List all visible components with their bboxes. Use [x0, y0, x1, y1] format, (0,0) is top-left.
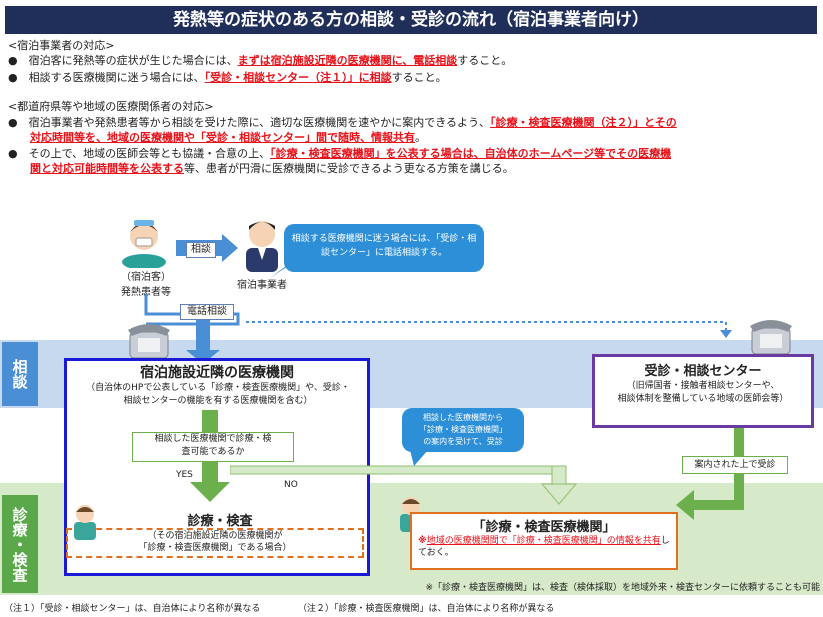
- phone-consult-arrow: [144, 294, 240, 364]
- section2-heading: <都道府県等や地域の医療関係者の対応>: [8, 100, 214, 113]
- exam-clinic-note: ※地域の医療機関間で「診療・検査医療機関」の情報を共有しておく。: [418, 536, 670, 558]
- exam-conditional-text: （その宿泊施設近隣の医療機関が「診療・検査医療機関」である場合）: [138, 531, 292, 553]
- section2-bullet1: ● 宿泊事業者や発熱患者等から相談を受けた際に、適切な医療機関を速やかに案内でき…: [8, 116, 677, 144]
- page-title: 発熱等の症状のある方の相談・受診の流れ（宿泊事業者向け）: [5, 6, 817, 34]
- consult-center-title: 受診・相談センター: [644, 364, 762, 379]
- section1-bullet2: ● 相談する医療機関に迷う場合には、「受診・相談センター（注１）」に相談すること…: [8, 71, 447, 84]
- phone-icon: [128, 324, 170, 359]
- note-1: （注１）「受診・相談センター」は、自治体により名称が異なる: [4, 604, 261, 614]
- doctor-icon-left: [74, 505, 96, 540]
- consult-arrow-label: 相談: [186, 242, 216, 258]
- side-label-exam: 診療・検査: [2, 495, 38, 593]
- no-arrow: [230, 465, 578, 505]
- consult-center-sub: （旧帰国者・接触者相談センターや、相談体制を整備している地域の医師会等）: [617, 381, 789, 404]
- patient-icon: [122, 220, 166, 268]
- phone-consult-label: 電話相談: [180, 304, 234, 320]
- center-consult-bubble: 相談する医療機関に迷う場合には、「受診・相談センター」に電話相談する。: [284, 224, 484, 272]
- question-box: 相談した医療機関で診療・検査可能であるか: [132, 432, 294, 462]
- guest-label: （宿泊客）発熱患者等: [121, 272, 171, 298]
- yes-label: YES: [176, 470, 193, 480]
- bubble1-tail: [270, 260, 294, 278]
- nearby-clinic-sub: （自治体のHPで公表している「診療・検査医療機関」や、受診・相談センターの機能を…: [86, 383, 350, 406]
- staff-label: 宿泊事業者: [237, 280, 287, 291]
- section2-bullet2: ● その上で、地域の医師会等とも協議・合意の上、「診療・検査医療機関」を公表する…: [8, 147, 672, 175]
- guided-arrow: [676, 428, 744, 520]
- guide-bubble: 相談した医療機関から「診療・検査医療機関」の案内を受けて、受診: [402, 408, 524, 452]
- hotel-staff-icon: [246, 221, 278, 272]
- exam-conditional-box: [66, 528, 364, 558]
- no-label: NO: [284, 480, 298, 490]
- footnote-right: ※「診療・検査医療機関」は、検査（検体採取）を地域外来・検査センターに依頼するこ…: [425, 583, 820, 593]
- note-2: （注２）「診療・検査医療機関」は、自治体により名称が異なる: [298, 604, 555, 614]
- bubble2-tail: [410, 450, 428, 466]
- exam-title: 診療・検査: [187, 514, 253, 529]
- consult-center-box: [592, 354, 814, 428]
- exam-clinic-title: 「診療・検査医療機関」: [472, 520, 616, 535]
- side-label-consult: 相談: [2, 342, 38, 406]
- section1-bullet1: ● 宿泊客に発熱等の症状が生じた場合には、まずは宿泊施設近隣の医療機関に、電話相…: [8, 54, 513, 67]
- dotted-route-to-center: [246, 321, 732, 338]
- guided-label: 案内された上で受診: [682, 456, 788, 474]
- phone-icon-center: [750, 320, 792, 355]
- nearby-clinic-title: 宿泊施設近隣の医療機関: [140, 365, 294, 381]
- exam-clinic-box: [410, 512, 678, 570]
- section1-heading: <宿泊事業者の対応>: [8, 39, 115, 52]
